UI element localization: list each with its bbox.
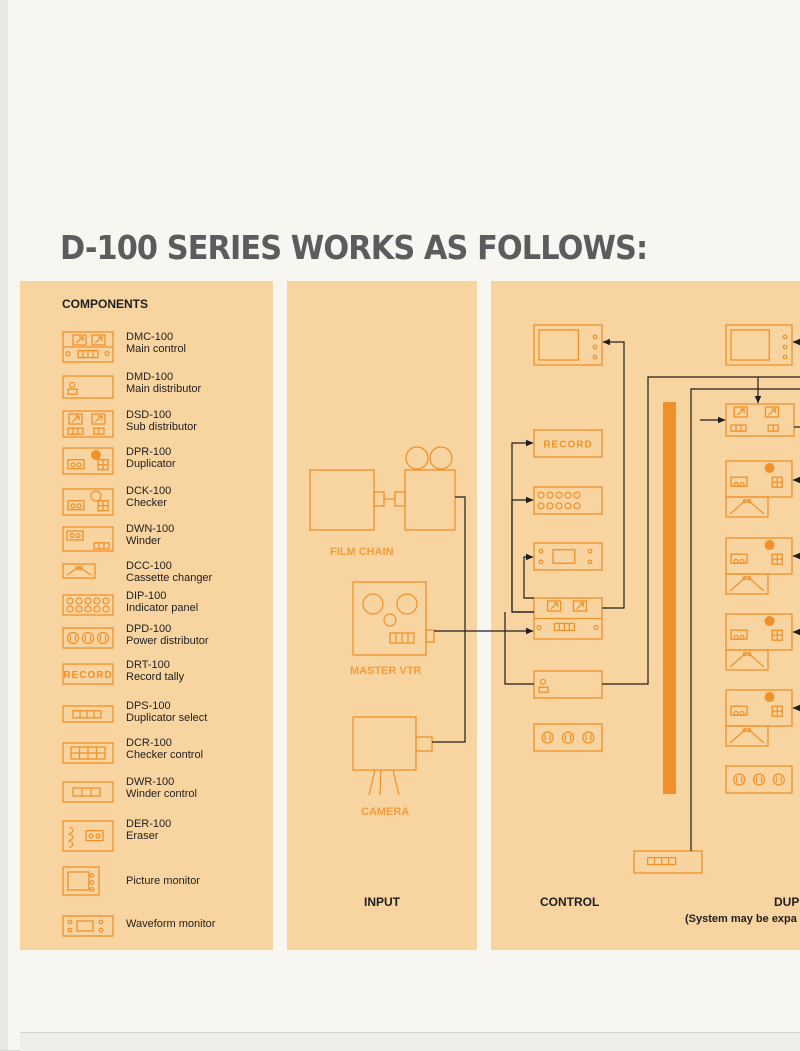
component-name: Picture monitor bbox=[126, 875, 200, 887]
component-code: DIP-100 bbox=[126, 590, 167, 602]
winder-icon bbox=[62, 526, 114, 552]
control-duplication-panel bbox=[491, 281, 800, 950]
cassette-changer-icon bbox=[62, 563, 96, 579]
component-code: DMD-100 bbox=[126, 371, 174, 383]
component-entry: Picture monitor bbox=[62, 866, 262, 898]
component-description: Cassette changer bbox=[126, 572, 213, 584]
picture-monitor-icon bbox=[62, 866, 100, 896]
input-panel bbox=[287, 281, 477, 950]
component-description: Winder bbox=[126, 535, 161, 547]
component-description: Checker control bbox=[126, 749, 204, 761]
winder-control-icon bbox=[62, 781, 114, 803]
component-code: DCR-100 bbox=[126, 737, 172, 749]
page-left-edge bbox=[0, 0, 8, 1050]
component-description: Eraser bbox=[126, 830, 159, 842]
control-section-title: CONTROL bbox=[540, 895, 600, 909]
component-description: Record tally bbox=[126, 671, 185, 683]
underlying-page-edge bbox=[20, 1032, 800, 1051]
components-title: COMPONENTS bbox=[62, 297, 149, 311]
component-description: Checker bbox=[126, 497, 167, 509]
master-vtr-label: MASTER VTR bbox=[350, 665, 422, 677]
input-section-title: INPUT bbox=[364, 895, 400, 909]
component-description: Main distributor bbox=[126, 383, 202, 395]
component-code: DCC-100 bbox=[126, 560, 172, 572]
component-description: Duplicator select bbox=[126, 712, 208, 724]
record-tally-icon: RECORD bbox=[62, 663, 114, 685]
indicator-panel-icon bbox=[62, 594, 114, 616]
main-distributor-icon bbox=[62, 375, 114, 399]
component-code: DWR-100 bbox=[126, 776, 175, 788]
waveform-monitor-icon bbox=[62, 915, 114, 937]
component-code: DSD-100 bbox=[126, 409, 172, 421]
checker-control-icon bbox=[62, 742, 114, 764]
component-code: DPD-100 bbox=[126, 623, 172, 635]
eraser-icon bbox=[62, 820, 114, 852]
checker-icon bbox=[62, 488, 114, 516]
component-entry: Waveform monitor bbox=[62, 912, 262, 944]
component-description: Indicator panel bbox=[126, 602, 199, 614]
page-headline: D-100 SERIES WORKS AS FOLLOWS: bbox=[60, 228, 648, 267]
component-description: Sub distributor bbox=[126, 421, 197, 433]
main-control-icon bbox=[62, 331, 114, 363]
power-distributor-icon bbox=[62, 627, 114, 649]
duplicator-icon bbox=[62, 447, 114, 475]
duplicator-select-icon bbox=[62, 705, 114, 723]
component-code: DCK-100 bbox=[126, 485, 172, 497]
components-panel bbox=[20, 281, 273, 950]
component-code: DRT-100 bbox=[126, 659, 170, 671]
component-code: DPS-100 bbox=[126, 700, 171, 712]
duplication-section-title: DUP bbox=[774, 895, 800, 909]
component-description: Duplicator bbox=[126, 458, 176, 470]
film-chain-label: FILM CHAIN bbox=[330, 546, 394, 558]
svg-text:RECORD: RECORD bbox=[63, 670, 112, 681]
component-name: Waveform monitor bbox=[126, 918, 216, 930]
component-code: DMC-100 bbox=[126, 331, 174, 343]
component-description: Main control bbox=[126, 343, 186, 355]
component-code: DPR-100 bbox=[126, 446, 172, 458]
sub-distributor-icon bbox=[62, 410, 114, 438]
camera-label: CAMERA bbox=[361, 806, 410, 818]
expansion-note: (System may be expa bbox=[685, 913, 797, 925]
component-description: Winder control bbox=[126, 788, 197, 800]
component-code: DWN-100 bbox=[126, 523, 175, 535]
component-description: Power distributor bbox=[126, 635, 209, 647]
component-code: DER-100 bbox=[126, 818, 172, 830]
